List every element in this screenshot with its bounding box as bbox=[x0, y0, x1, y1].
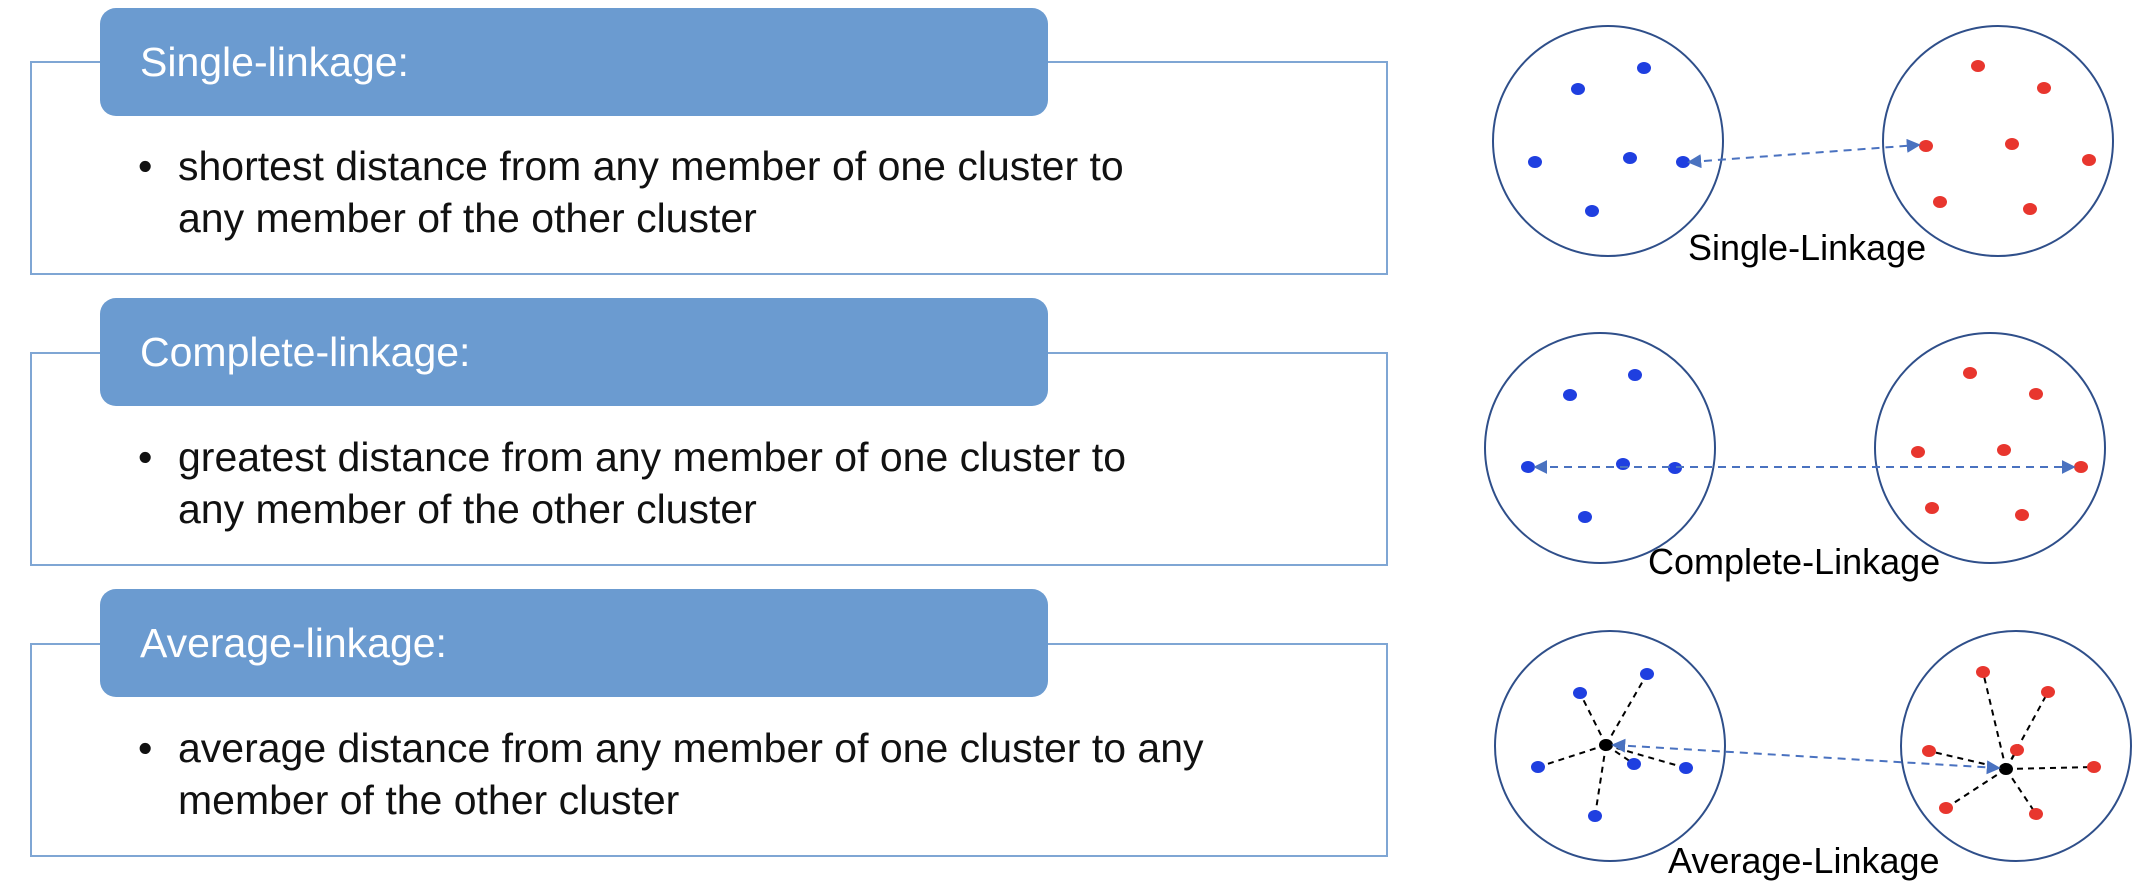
data-point bbox=[2087, 761, 2101, 773]
single-linkage-header: Single-linkage: bbox=[100, 8, 1048, 116]
data-point bbox=[1971, 60, 1985, 72]
bullet-icon: • bbox=[138, 725, 153, 771]
bullet-icon: • bbox=[138, 143, 153, 189]
data-point bbox=[1623, 152, 1637, 164]
data-point bbox=[1939, 802, 1953, 814]
average-linkage-header: Average-linkage: bbox=[100, 589, 1048, 697]
description-line: average distance from any member of one … bbox=[178, 725, 1204, 771]
cluster-b-points bbox=[1911, 367, 2088, 521]
description-line: greatest distance from any member of one… bbox=[178, 434, 1127, 480]
spoke bbox=[1945, 768, 2007, 809]
single-linkage-description: shortest distance from any member of one… bbox=[178, 140, 1358, 244]
single-linkage-arrow bbox=[1687, 138, 1921, 169]
cluster-b-points bbox=[1919, 60, 2096, 215]
data-point bbox=[1588, 810, 1602, 822]
spoke bbox=[1579, 692, 1607, 746]
data-point bbox=[2029, 808, 2043, 820]
data-point bbox=[1922, 745, 1936, 757]
complete-linkage-diagram: Complete-Linkage bbox=[1484, 332, 2106, 582]
data-point bbox=[2074, 461, 2088, 473]
data-point bbox=[1571, 83, 1585, 95]
data-point bbox=[1640, 668, 1654, 680]
data-point bbox=[1531, 761, 1545, 773]
cluster-a-points bbox=[1528, 62, 1690, 217]
cluster-b-centroid bbox=[1999, 763, 2013, 775]
data-point bbox=[1963, 367, 1977, 379]
data-point bbox=[1997, 444, 2011, 456]
data-point bbox=[1578, 511, 1592, 523]
spoke bbox=[1605, 673, 1648, 746]
data-point bbox=[2029, 388, 2043, 400]
data-point bbox=[1627, 758, 1641, 770]
data-point bbox=[1933, 196, 1947, 208]
complete-linkage-label: Complete-Linkage bbox=[1648, 541, 1940, 582]
cluster-a-centroid bbox=[1599, 739, 1613, 751]
single-linkage-diagram: Single-Linkage bbox=[1492, 25, 2114, 268]
spoke bbox=[1982, 671, 2007, 770]
spoke bbox=[1537, 744, 1607, 768]
data-point bbox=[2037, 82, 2051, 94]
data-point bbox=[1919, 140, 1933, 152]
data-point bbox=[2041, 686, 2055, 698]
data-point bbox=[2023, 203, 2037, 215]
single-linkage-label: Single-Linkage bbox=[1688, 227, 1926, 268]
data-point bbox=[1976, 666, 1990, 678]
cluster-b-circle bbox=[1882, 25, 2114, 257]
spoke bbox=[1594, 744, 1607, 817]
cluster-b-points bbox=[1922, 666, 2101, 820]
data-point bbox=[1911, 446, 1925, 458]
cluster-a-points bbox=[1521, 369, 1682, 523]
data-point bbox=[1563, 389, 1577, 401]
cluster-b-circle bbox=[1874, 332, 2106, 564]
data-point bbox=[1676, 156, 1690, 168]
data-point bbox=[1528, 156, 1542, 168]
description-line: member of the other cluster bbox=[178, 777, 680, 823]
description-line: any member of the other cluster bbox=[178, 486, 757, 532]
cluster-b-spokes bbox=[1928, 671, 2095, 815]
data-point bbox=[1925, 502, 1939, 514]
average-linkage-description: average distance from any member of one … bbox=[178, 722, 1358, 826]
data-point bbox=[1616, 458, 1630, 470]
cluster-a-circle bbox=[1492, 25, 1724, 257]
data-point bbox=[1585, 205, 1599, 217]
data-point bbox=[2005, 138, 2019, 150]
description-line: shortest distance from any member of one… bbox=[178, 143, 1124, 189]
data-point bbox=[2082, 154, 2096, 166]
data-point bbox=[1637, 62, 1651, 74]
bullet-icon: • bbox=[138, 434, 153, 480]
complete-linkage-header: Complete-linkage: bbox=[100, 298, 1048, 406]
data-point bbox=[1628, 369, 1642, 381]
average-linkage-diagram: Average-Linkage bbox=[1494, 630, 2132, 881]
description-line: any member of the other cluster bbox=[178, 195, 757, 241]
data-point bbox=[1573, 687, 1587, 699]
data-point bbox=[1521, 461, 1535, 473]
complete-linkage-description: greatest distance from any member of one… bbox=[178, 431, 1358, 535]
spoke bbox=[2005, 768, 2037, 815]
spoke bbox=[2005, 766, 2095, 770]
data-point bbox=[2010, 744, 2024, 756]
average-linkage-label: Average-Linkage bbox=[1668, 840, 1940, 881]
data-point bbox=[1679, 762, 1693, 774]
data-point bbox=[2015, 509, 2029, 521]
cluster-a-circle bbox=[1484, 332, 1716, 564]
